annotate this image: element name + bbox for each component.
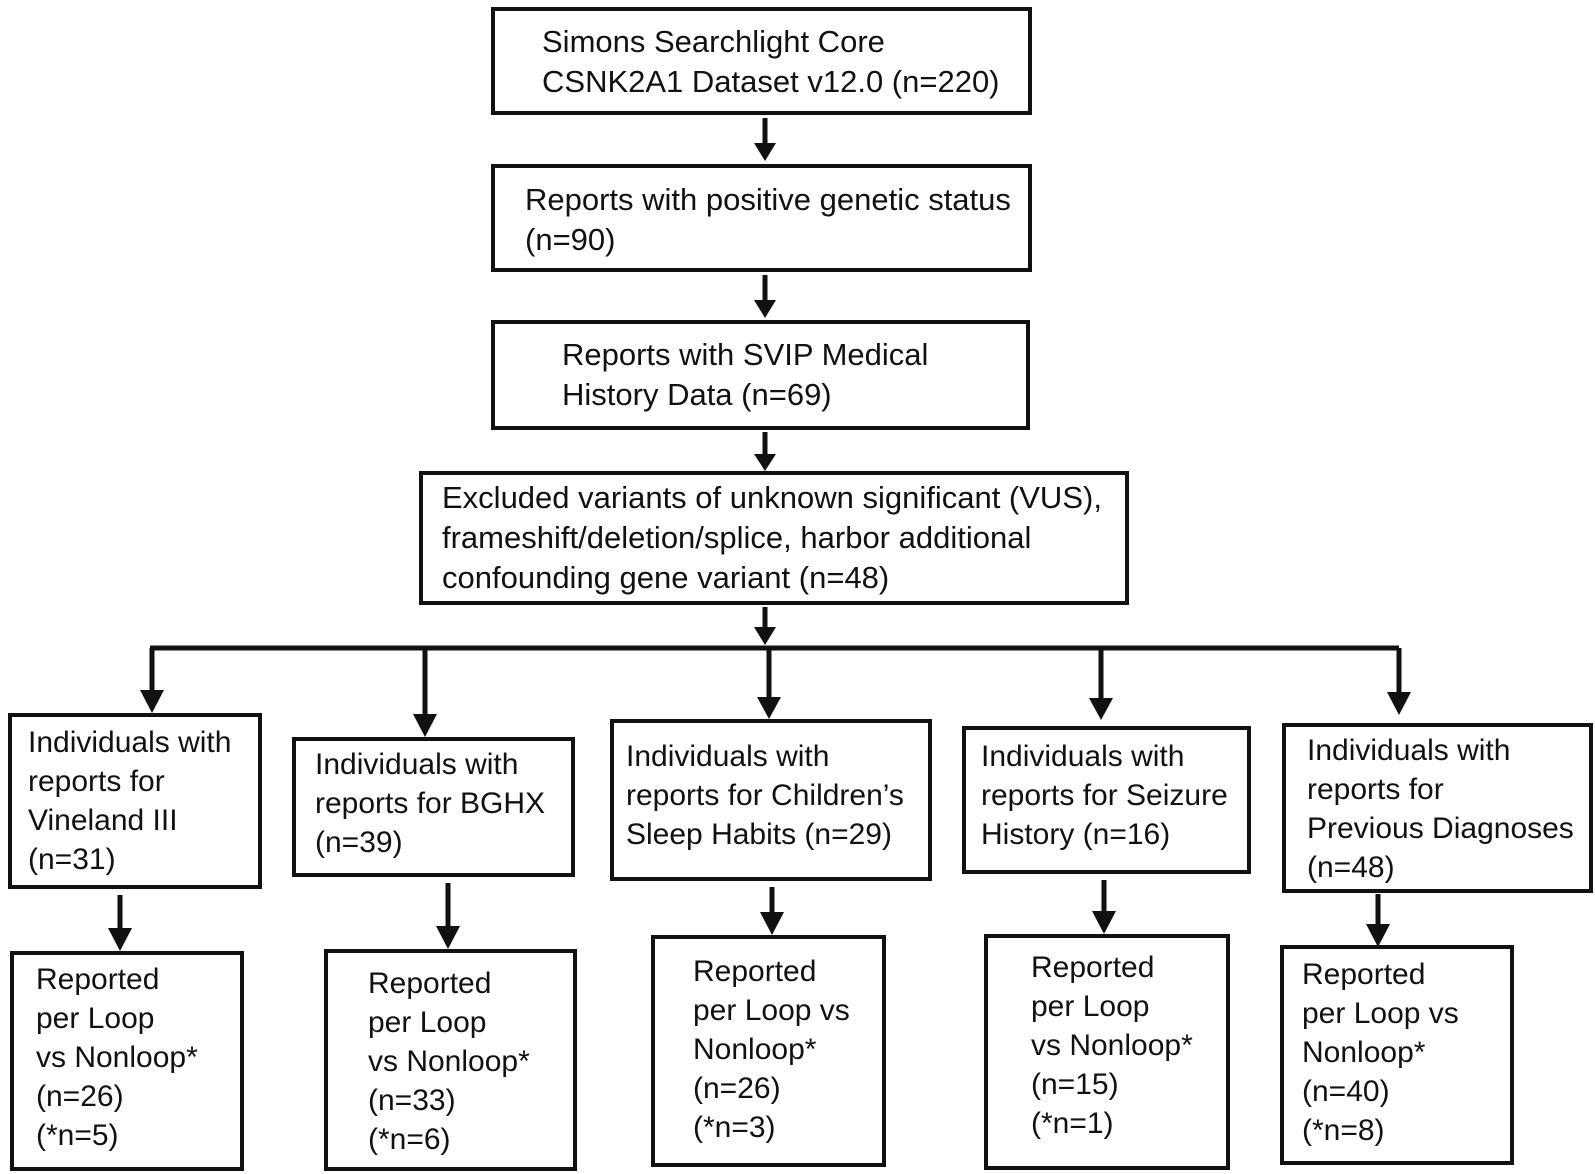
reported-text-seizure-history: Reported per Loop vs Nonloop* (n=15) (*n… bbox=[1031, 948, 1193, 1143]
arrowhead-branch-5 bbox=[1387, 692, 1411, 715]
category-line: reports for Children’s bbox=[626, 779, 904, 812]
positive-genetic-line: (n=90) bbox=[525, 222, 616, 257]
category-line: History (n=16) bbox=[981, 818, 1171, 851]
reported-box-sleep-habits bbox=[651, 935, 886, 1167]
positive-genetic-text: Reports with positive genetic status (n=… bbox=[525, 180, 1011, 260]
reported-line: Nonloop* bbox=[1302, 1036, 1426, 1069]
category-line: reports for bbox=[28, 765, 165, 798]
reported-line: (n=26) bbox=[693, 1072, 781, 1105]
category-line: reports for bbox=[1307, 773, 1444, 806]
medical-history-text: Reports with SVIP Medical History Data (… bbox=[562, 335, 928, 415]
category-text-sleep-habits: Individuals with reports for Children’s … bbox=[626, 737, 904, 854]
reported-line: Reported bbox=[368, 967, 492, 1000]
reported-line: vs Nonloop* bbox=[36, 1041, 198, 1074]
reported-line: per Loop bbox=[1031, 990, 1150, 1023]
reported-text-bghx: Reported per Loop vs Nonloop* (n=33) (*n… bbox=[368, 964, 530, 1159]
reported-box-vineland bbox=[10, 951, 244, 1171]
reported-line: (*n=3) bbox=[693, 1111, 776, 1144]
reported-line: vs Nonloop* bbox=[1031, 1029, 1193, 1062]
arrowhead-4-split bbox=[754, 627, 776, 645]
reported-text-previous-diagnoses: Reported per Loop vs Nonloop* (n=40) (*n… bbox=[1302, 955, 1459, 1150]
reported-line: (n=33) bbox=[368, 1084, 456, 1117]
category-box-vineland bbox=[8, 713, 262, 889]
reported-line: (*n=1) bbox=[1031, 1107, 1114, 1140]
reported-text-sleep-habits: Reported per Loop vs Nonloop* (n=26) (*n… bbox=[693, 952, 850, 1147]
category-text-vineland: Individuals with reports for Vineland II… bbox=[28, 723, 231, 879]
reported-box-bghx bbox=[324, 949, 577, 1171]
category-line: Individuals with bbox=[315, 748, 519, 781]
category-line: (n=31) bbox=[28, 843, 116, 876]
reported-line: (*n=8) bbox=[1302, 1114, 1385, 1147]
category-text-previous-diagnoses: Individuals with reports for Previous Di… bbox=[1307, 731, 1574, 887]
medical-history-box bbox=[491, 320, 1030, 430]
arrowhead-3-4 bbox=[754, 454, 776, 471]
arrowhead-1-2 bbox=[754, 143, 776, 161]
reported-line: per Loop vs bbox=[1302, 997, 1459, 1030]
reported-line: per Loop bbox=[36, 1002, 155, 1035]
category-line: Individuals with bbox=[981, 740, 1185, 773]
reported-line: per Loop vs bbox=[693, 994, 850, 1027]
exclusion-text: Excluded variants of unknown significant… bbox=[442, 478, 1102, 598]
category-line: Sleep Habits (n=29) bbox=[626, 818, 892, 851]
reported-line: Nonloop* bbox=[693, 1033, 817, 1066]
category-line: reports for BGHX bbox=[315, 787, 546, 820]
arrowhead-branch-4 bbox=[1089, 698, 1113, 720]
category-text-bghx: Individuals with reports for BGHX (n=39) bbox=[315, 745, 545, 862]
category-box-previous-diagnoses bbox=[1282, 723, 1593, 893]
reported-box-seizure-history bbox=[984, 934, 1230, 1170]
arrowhead-branch-3 bbox=[757, 697, 781, 719]
arrowhead-cat-rep-1 bbox=[108, 928, 132, 951]
arrowhead-cat-rep-2 bbox=[436, 926, 460, 949]
reported-line: Reported bbox=[36, 963, 160, 996]
arrowhead-2-3 bbox=[754, 300, 776, 318]
category-line: (n=39) bbox=[315, 826, 403, 859]
reported-line: (n=40) bbox=[1302, 1075, 1390, 1108]
positive-genetic-line: Reports with positive genetic status bbox=[525, 182, 1011, 217]
exclusion-line: Excluded variants of unknown significant… bbox=[442, 480, 1102, 515]
source-dataset-box bbox=[491, 7, 1032, 115]
medical-history-line: History Data (n=69) bbox=[562, 377, 832, 412]
exclusion-box bbox=[419, 471, 1129, 605]
category-box-sleep-habits bbox=[610, 719, 932, 881]
reported-line: Reported bbox=[1031, 951, 1155, 984]
category-line: Previous Diagnoses bbox=[1307, 812, 1574, 845]
source-dataset-text: Simons Searchlight Core CSNK2A1 Dataset … bbox=[542, 22, 1000, 102]
source-dataset-line: CSNK2A1 Dataset v12.0 (n=220) bbox=[542, 64, 1000, 99]
category-line: Individuals with bbox=[626, 740, 830, 773]
category-line: reports for Seizure bbox=[981, 779, 1228, 812]
category-text-seizure-history: Individuals with reports for Seizure His… bbox=[981, 737, 1228, 854]
category-box-seizure-history bbox=[962, 726, 1251, 874]
reported-line: per Loop bbox=[368, 1006, 487, 1039]
medical-history-line: Reports with SVIP Medical bbox=[562, 337, 929, 372]
reported-box-previous-diagnoses bbox=[1280, 945, 1514, 1165]
source-dataset-line: Simons Searchlight Core bbox=[542, 24, 885, 59]
category-line: (n=48) bbox=[1307, 851, 1395, 884]
arrowhead-cat-rep-4 bbox=[1092, 911, 1116, 934]
positive-genetic-box bbox=[491, 164, 1032, 272]
category-box-bghx bbox=[292, 737, 575, 877]
arrowhead-cat-rep-5 bbox=[1366, 924, 1390, 947]
reported-line: vs Nonloop* bbox=[368, 1045, 530, 1078]
reported-line: Reported bbox=[1302, 958, 1426, 991]
reported-line: (n=15) bbox=[1031, 1068, 1119, 1101]
exclusion-line: confounding gene variant (n=48) bbox=[442, 560, 890, 595]
reported-line: Reported bbox=[693, 955, 817, 988]
category-line: Individuals with bbox=[1307, 734, 1511, 767]
reported-line: (n=26) bbox=[36, 1080, 124, 1113]
arrowhead-branch-1 bbox=[140, 690, 164, 713]
category-line: Individuals with bbox=[28, 726, 232, 759]
category-line: Vineland III bbox=[28, 804, 178, 837]
reported-line: (*n=5) bbox=[36, 1119, 119, 1152]
arrowhead-branch-2 bbox=[413, 714, 437, 737]
arrowhead-cat-rep-3 bbox=[760, 912, 784, 935]
exclusion-line: frameshift/deletion/splice, harbor addit… bbox=[442, 520, 1032, 555]
reported-line: (*n=6) bbox=[368, 1123, 451, 1156]
reported-text-vineland: Reported per Loop vs Nonloop* (n=26) (*n… bbox=[36, 960, 198, 1155]
